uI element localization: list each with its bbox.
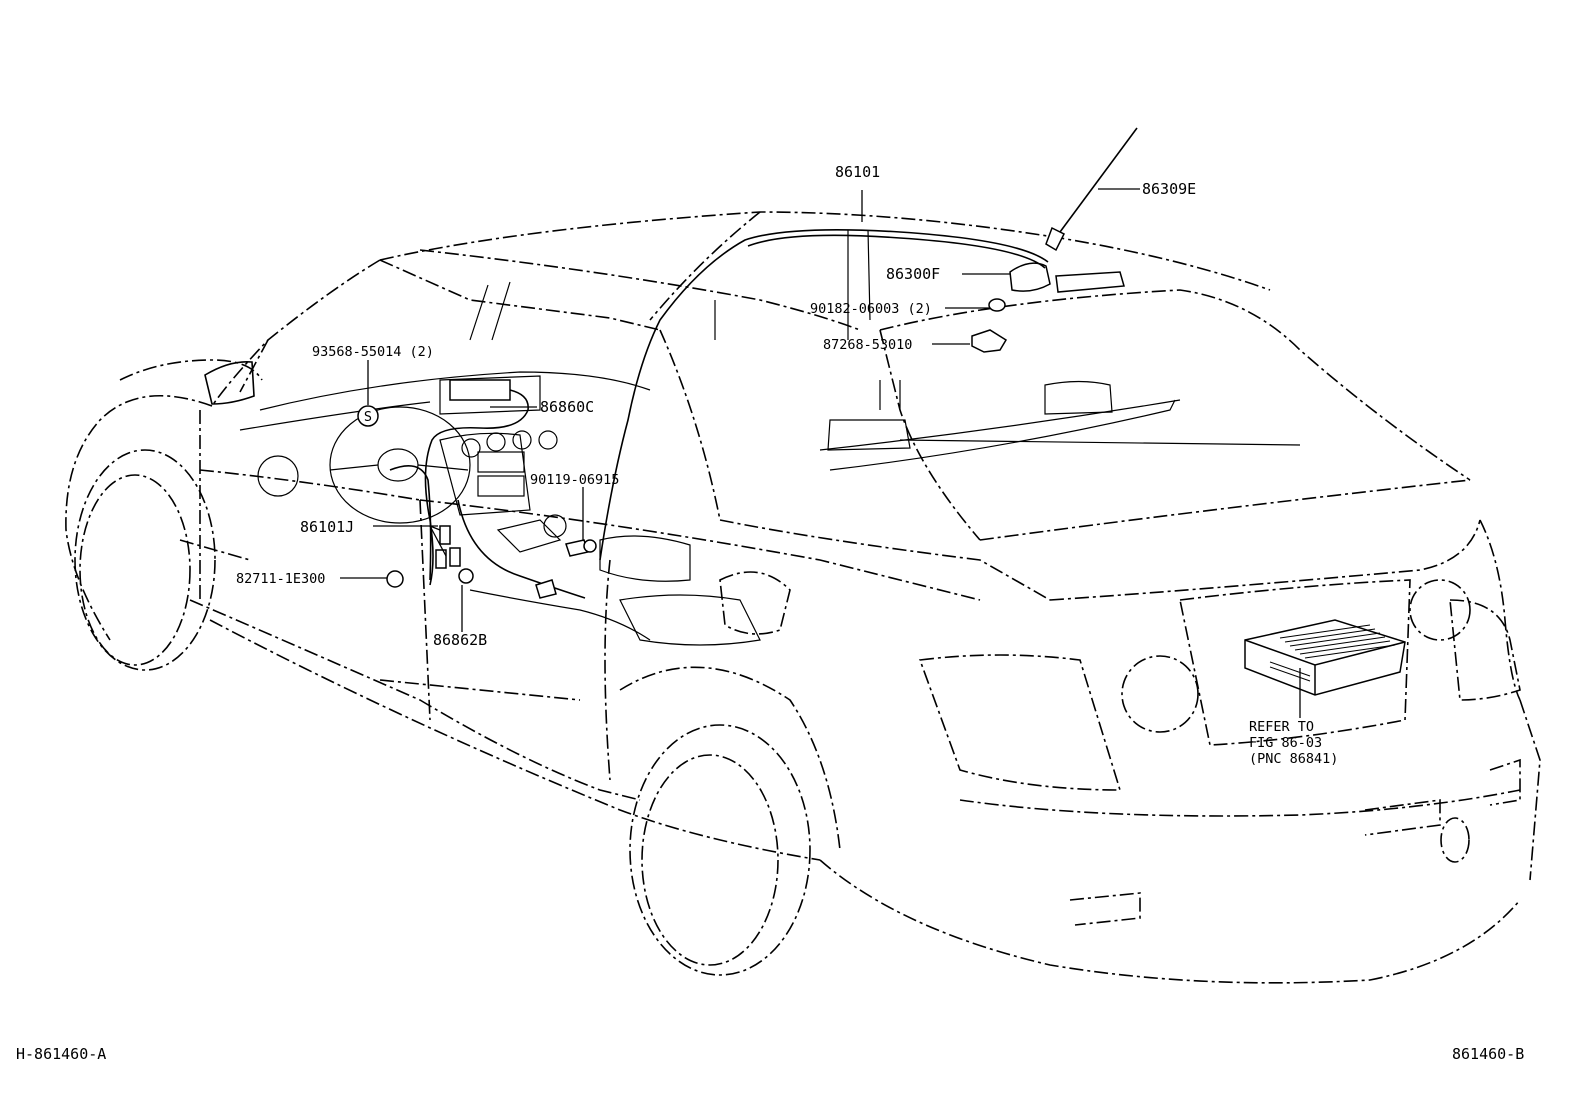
label-90119-06915: 90119-06915 xyxy=(530,472,619,488)
clip-part xyxy=(386,570,404,588)
antenna-assembly xyxy=(386,127,1406,696)
label-87268-53010: 87268-53010 xyxy=(823,337,912,353)
label-93568-55014: 93568-55014 (2) xyxy=(312,344,434,360)
leader-lines xyxy=(340,188,1301,718)
part-labels: 86101 86309E 86300F 90182-06003 (2) 8726… xyxy=(236,163,1196,649)
antenna-base xyxy=(1009,262,1051,292)
label-86101j: 86101J xyxy=(300,518,354,536)
s-mark-symbol: S xyxy=(357,405,379,427)
bracket-part xyxy=(971,329,1008,353)
reference-note-line3: (PNC 86841) xyxy=(1249,751,1338,767)
label-86862b: 86862B xyxy=(433,631,487,649)
footer-left-code: H-861460-A xyxy=(16,1045,106,1063)
label-90182-06003: 90182-06003 (2) xyxy=(810,301,932,317)
label-82711-1e300: 82711-1E300 xyxy=(236,571,325,587)
gasket-part xyxy=(988,298,1006,312)
tuner-module xyxy=(1244,619,1406,696)
footer-right-code: 861460-B xyxy=(1452,1045,1524,1063)
label-86860c: 86860C xyxy=(540,398,594,416)
lower-harness xyxy=(389,464,586,599)
roof-harness xyxy=(599,228,1049,561)
label-86309e: 86309E xyxy=(1142,180,1196,198)
amplifier-part xyxy=(449,379,511,401)
reference-note-line1: REFER TO xyxy=(1249,719,1314,735)
antenna-mast xyxy=(1059,127,1138,233)
reference-note: REFER TO FIG 86-03 (PNC 86841) xyxy=(1249,719,1338,767)
car-body-outline xyxy=(65,211,1541,984)
label-86101: 86101 xyxy=(835,163,880,181)
reference-note-line2: FIG 86-03 xyxy=(1249,735,1322,751)
label-86300f: 86300F xyxy=(886,265,940,283)
grommet-part xyxy=(458,568,474,584)
s-mark-text: S xyxy=(364,409,372,425)
interior-outline xyxy=(239,229,1301,646)
